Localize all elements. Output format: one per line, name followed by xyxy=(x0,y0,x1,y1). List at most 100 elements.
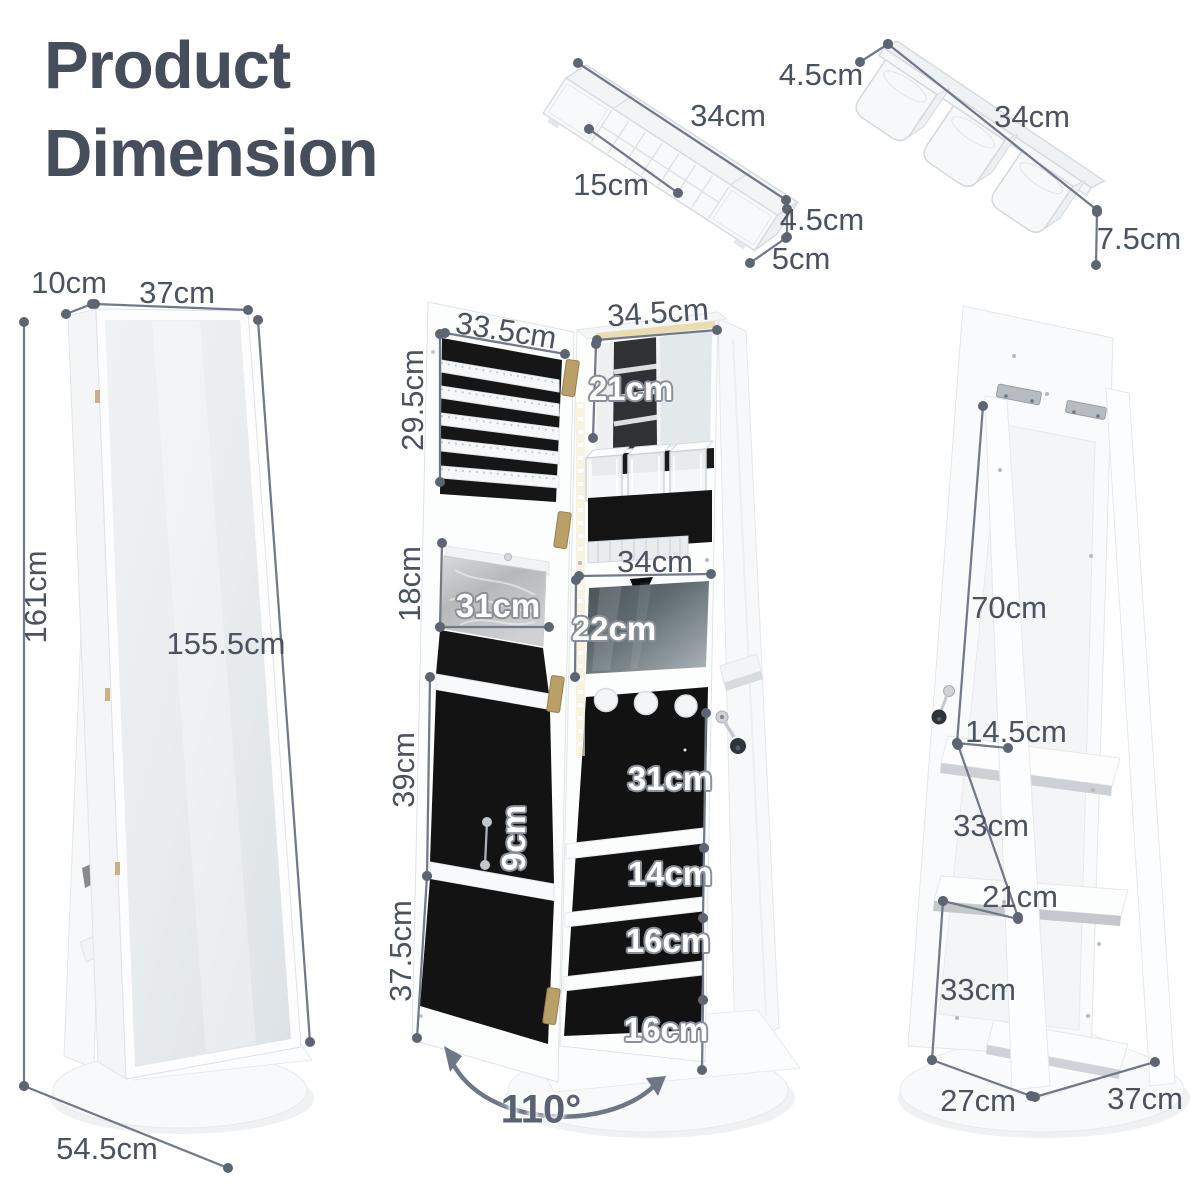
dimension-dot xyxy=(584,124,594,134)
dim-label-front-width: 37cm xyxy=(139,275,215,310)
hanging-knobs xyxy=(593,687,698,718)
dimension-dot xyxy=(1030,1092,1040,1102)
dimension-dot xyxy=(435,477,445,487)
dim-label-tray1-row: 15cm xyxy=(573,167,649,202)
dimension-dot xyxy=(482,817,492,827)
dimension-dot xyxy=(570,672,580,682)
dimension-dot xyxy=(1150,1057,1160,1067)
dimension-dot xyxy=(1003,743,1013,753)
dimension-lines xyxy=(19,39,1160,1173)
dim-label-hook-section: 31cm xyxy=(627,760,713,797)
dimension-dot xyxy=(422,871,432,881)
open-door xyxy=(411,301,575,1083)
dim-label-base-depth: 27cm xyxy=(940,1083,1016,1118)
dim-label-front-height: 161cm xyxy=(18,550,53,644)
acrylic-grid xyxy=(587,535,689,564)
dimension-dot xyxy=(1092,207,1102,217)
dim-label-front-base: 54.5cm xyxy=(56,1131,158,1166)
dimension-dot xyxy=(435,622,445,632)
led-strip-top xyxy=(596,321,715,340)
dim-label-back-height: 70cm xyxy=(971,590,1047,625)
dim-label-back-gap1: 33cm xyxy=(953,808,1029,843)
dim-label-inner-mirror: 21cm xyxy=(588,370,674,407)
dimension-dot xyxy=(435,329,445,339)
dimension-dot xyxy=(706,569,716,579)
dim-label-base-width: 37cm xyxy=(1107,1081,1183,1116)
dimension-dot xyxy=(425,672,435,682)
dim-label-tray2-depth: 4.5cm xyxy=(778,57,864,92)
dim-label-door-mid-section: 39cm xyxy=(386,732,421,808)
open-angle-arrow xyxy=(444,1046,666,1119)
page-title-line2: Dimension xyxy=(44,116,378,192)
dimension-dot xyxy=(571,575,581,585)
dimension-dot xyxy=(243,305,253,315)
cup-tray xyxy=(855,40,1106,233)
dim-label-pouch-height: 18cm xyxy=(392,546,427,622)
dim-label-window-height: 22cm xyxy=(571,610,657,647)
dimension-dot xyxy=(253,315,263,325)
key-icon xyxy=(715,710,746,754)
dimension-dot xyxy=(927,1055,937,1065)
dimension-dot xyxy=(698,913,708,923)
dim-label-shelf-width: 34cm xyxy=(617,544,693,579)
dimension-dot xyxy=(412,1033,422,1043)
dimension-dot xyxy=(697,1065,707,1075)
dim-label-front-depth: 10cm xyxy=(31,265,107,300)
dim-label-tray2-length: 34cm xyxy=(994,99,1070,134)
dimension-dot xyxy=(61,309,71,319)
compartment-tray xyxy=(542,64,799,252)
dimension-dot xyxy=(782,204,792,214)
dimension-dot xyxy=(1091,260,1101,270)
mounting-plate xyxy=(995,383,1107,420)
dimension-dot xyxy=(855,57,865,67)
dimension-dot xyxy=(480,860,490,870)
dim-label-tray1-depth: 5cm xyxy=(771,241,831,276)
dimension-dot xyxy=(938,896,948,906)
page-title-line1: Product xyxy=(44,28,291,103)
dim-label-pouch-width: 31cm xyxy=(455,587,541,624)
dim-label-back-shelf1-depth: 14.5cm xyxy=(965,714,1067,749)
dimension-dot xyxy=(591,339,601,349)
dimension-dot xyxy=(701,708,711,718)
page-title: Product Dimension xyxy=(44,22,378,199)
dimension-dot xyxy=(712,325,722,335)
cabinet-body xyxy=(559,311,746,1063)
dim-label-back-shelf2-depth: 21cm xyxy=(982,879,1058,914)
key-icon xyxy=(931,685,955,725)
cabinet-back-view xyxy=(898,305,1190,1138)
front-leg xyxy=(1105,387,1176,1087)
dimension-dot xyxy=(953,740,963,750)
dim-label-door-bottom-section: 37.5cm xyxy=(383,900,418,1002)
dimension-dot xyxy=(978,401,988,411)
dim-label-hook-clearance: 9cm xyxy=(495,804,532,872)
glass-window xyxy=(586,581,709,674)
dim-label-tray1-length: 34cm xyxy=(690,98,766,133)
dimension-dot xyxy=(223,1163,233,1173)
dimension-dot xyxy=(1013,914,1023,924)
front-leg xyxy=(984,395,1051,1091)
dim-label-door-top-section: 29.5cm xyxy=(395,349,430,451)
dimension-dot xyxy=(781,233,791,243)
dimension-dot xyxy=(588,433,598,443)
dim-label-cabinet-width: 34.5cm xyxy=(606,291,710,334)
mirror-front-view xyxy=(50,308,314,1134)
dimension-dot xyxy=(544,622,554,632)
dimension-dot xyxy=(883,39,893,49)
dimension-dot xyxy=(19,1081,29,1091)
dim-label-shelf-gap-2: 16cm xyxy=(625,922,711,959)
dim-label-tray2-height: 7.5cm xyxy=(1096,221,1182,256)
dimension-dot xyxy=(19,317,29,327)
dim-label-shelf-gap-3: 16cm xyxy=(623,1011,709,1048)
dimension-dot xyxy=(560,349,570,359)
dimension-dot xyxy=(305,1037,315,1047)
dim-label-open-angle: 110° xyxy=(500,1087,582,1132)
dim-label-front-mirror-height: 155.5cm xyxy=(166,626,286,661)
dimension-dot xyxy=(745,258,755,268)
dim-label-back-gap2: 33cm xyxy=(940,972,1016,1007)
mirror-glass xyxy=(105,320,291,1067)
dimension-dot xyxy=(437,538,447,548)
dimension-dot xyxy=(698,995,708,1005)
acrylic-boxes xyxy=(585,440,714,502)
